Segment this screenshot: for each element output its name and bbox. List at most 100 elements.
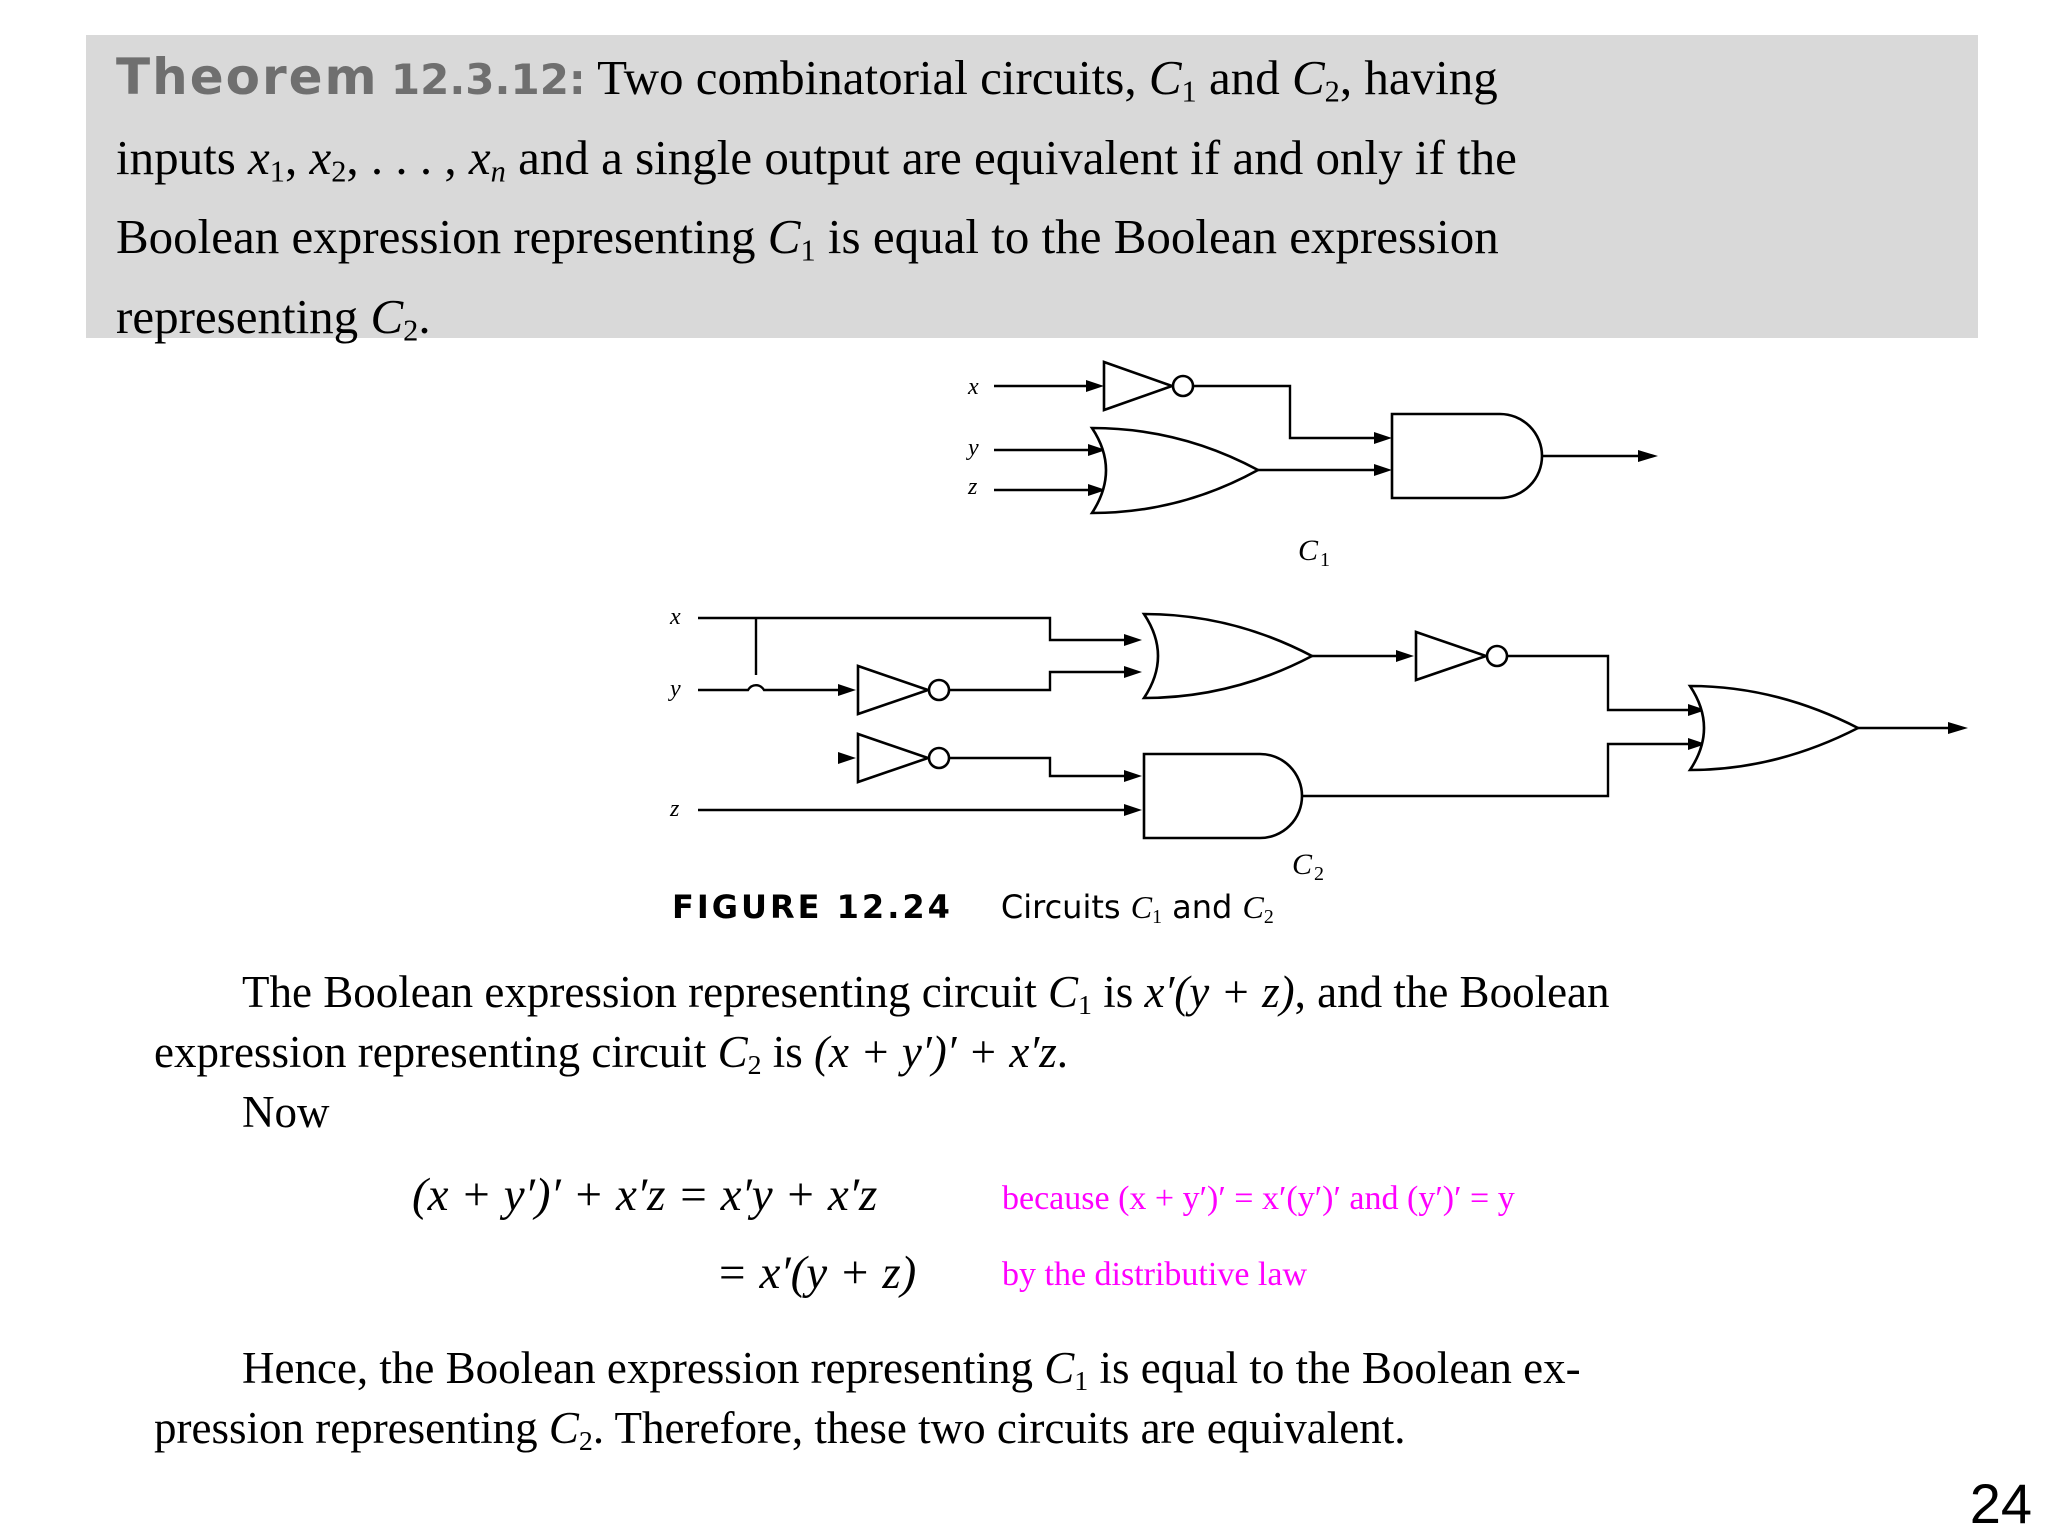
comma: , xyxy=(346,129,371,185)
body-text: is xyxy=(761,1027,815,1077)
body-text: The Boolean expression representing circ… xyxy=(242,967,1048,1017)
body-text: pression representing xyxy=(154,1403,549,1453)
c1-not-bubble xyxy=(1171,374,1195,398)
c1-not-gate xyxy=(1102,360,1176,412)
var-c: C xyxy=(370,288,404,344)
sub-n: n xyxy=(490,154,506,189)
var-x: x xyxy=(309,129,332,185)
c2-not-y-bubble xyxy=(927,678,951,702)
arrowhead xyxy=(1124,770,1142,782)
arrowhead xyxy=(1088,484,1106,496)
circuit-c2: x y z xyxy=(668,604,1968,885)
c2-not-or-bubble xyxy=(1485,644,1509,668)
arrowhead xyxy=(1124,804,1142,816)
arrowhead xyxy=(1086,380,1104,392)
body-text: is xyxy=(1091,967,1145,1017)
var-x: x xyxy=(468,129,491,185)
c2-and-gate xyxy=(1142,752,1304,840)
body-text: Hence, the Boolean expression representi… xyxy=(242,1343,1045,1393)
arrowhead xyxy=(1374,432,1392,444)
arrowhead xyxy=(838,684,856,696)
var-c: C xyxy=(1148,50,1182,105)
c2-input-y-label: y xyxy=(668,676,681,702)
var-c: C xyxy=(1047,967,1078,1017)
theorem-line-4: representing C2. xyxy=(116,284,1946,364)
sub-1: 1 xyxy=(1074,1365,1089,1397)
arrowhead xyxy=(838,752,856,764)
theorem-text: is equal to the Boolean expression xyxy=(815,209,1499,265)
period: . xyxy=(418,288,431,344)
arrowhead xyxy=(1088,444,1106,456)
theorem-text: inputs xyxy=(116,129,249,185)
body-text: . xyxy=(1056,1027,1068,1077)
c2-not-y-gate xyxy=(856,664,933,716)
arrowhead xyxy=(1688,738,1706,750)
theorem-line-3: Boolean expression representing C1 is eq… xyxy=(116,204,1946,284)
arrowhead xyxy=(1688,704,1706,716)
c2-not-x-gate xyxy=(856,732,933,784)
expression-c1: x′(y + z) xyxy=(1144,967,1295,1017)
theorem-box: Theorem 12.3.12: Two combinatorial circu… xyxy=(86,35,1978,347)
figure-number: FIGURE 12.24 xyxy=(672,888,953,926)
theorem-text: Two combinatorial circuits, xyxy=(597,50,1149,105)
sub-2: 2 xyxy=(747,1049,762,1081)
caption-text: Circuits xyxy=(1000,888,1131,926)
circuit-c1: x y z C 1 xyxy=(966,360,1658,571)
c1-input-y-label: y xyxy=(966,435,979,461)
now-line: Now xyxy=(242,1087,330,1137)
c1-and-gate xyxy=(1390,412,1544,500)
sub-2: 2 xyxy=(1263,905,1274,928)
c1-or-gate xyxy=(1089,426,1261,515)
paragraph-2-line-1: Hence, the Boolean expression representi… xyxy=(242,1338,1581,1412)
sub-1: 1 xyxy=(1181,74,1197,109)
sub-2: 2 xyxy=(403,313,419,348)
paragraph-1-line-2: expression representing circuit C2 is (x… xyxy=(154,1022,1068,1096)
equation-1: (x + y′)′ + x′z = x′y + x′z xyxy=(412,1169,878,1221)
c2-wire-and-to-final-or xyxy=(1302,742,1694,798)
theorem-line-1: Theorem 12.3.12: Two combinatorial circu… xyxy=(116,45,1946,125)
theorem-label: Theorem xyxy=(116,48,379,106)
c2-wire-not-to-final-or xyxy=(1507,654,1694,712)
annotation-2: by the distributive law xyxy=(1002,1256,1308,1293)
caption-and: and xyxy=(1161,888,1243,926)
var-c: C xyxy=(1044,1343,1075,1393)
theorem-text: and a single output are equivalent if an… xyxy=(505,129,1517,185)
expression-c2: (x + y′)′ + x′z xyxy=(814,1027,1057,1077)
body-text: . Therefore, these two circuits are equi… xyxy=(592,1403,1406,1453)
theorem-number: 12.3.12: xyxy=(390,55,586,104)
c2-not-x-bubble xyxy=(927,746,951,770)
var-x: x xyxy=(248,129,270,185)
arrowhead xyxy=(1396,650,1414,662)
theorem-line-2: inputs x1, x2, . . . , xn and a single o… xyxy=(116,125,1946,205)
c1-wire-not-to-and xyxy=(1193,384,1380,440)
arrowhead xyxy=(1948,722,1968,734)
c1-input-x-label: x xyxy=(967,374,979,400)
c1-label: C xyxy=(1298,534,1319,567)
arrowhead xyxy=(1124,634,1142,646)
paragraph-2-line-2: pression representing C2. Therefore, the… xyxy=(154,1398,1405,1472)
c2-wire-y xyxy=(698,684,844,692)
var-c: C xyxy=(1130,889,1153,925)
sub-1: 1 xyxy=(1078,989,1092,1021)
c2-or-gate-1 xyxy=(1141,612,1315,700)
var-c: C xyxy=(548,1403,579,1453)
c2-wire-notx-to-and xyxy=(949,756,1130,778)
c2-label: C xyxy=(1292,848,1313,881)
sub-2: 2 xyxy=(578,1425,593,1457)
sub-2: 2 xyxy=(331,154,347,189)
comma: , xyxy=(284,129,310,185)
annotation-1: because (x + y′)′ = x′(y′)′ and (y′)′ = … xyxy=(1002,1180,1515,1217)
sub-2: 2 xyxy=(1324,74,1340,109)
theorem-text: and xyxy=(1196,50,1292,105)
arrowhead xyxy=(1124,666,1142,678)
page-number: 24 xyxy=(1969,1472,2032,1535)
sub-1: 1 xyxy=(269,154,285,189)
body-text: expression representing circuit xyxy=(154,1027,718,1077)
c1-input-z-label: z xyxy=(967,474,978,500)
c2-wire-x xyxy=(698,616,1130,642)
c2-input-z-label: z xyxy=(669,796,680,822)
c1-label-sub: 1 xyxy=(1320,549,1330,571)
body-text: , and the Boolean xyxy=(1294,967,1610,1017)
